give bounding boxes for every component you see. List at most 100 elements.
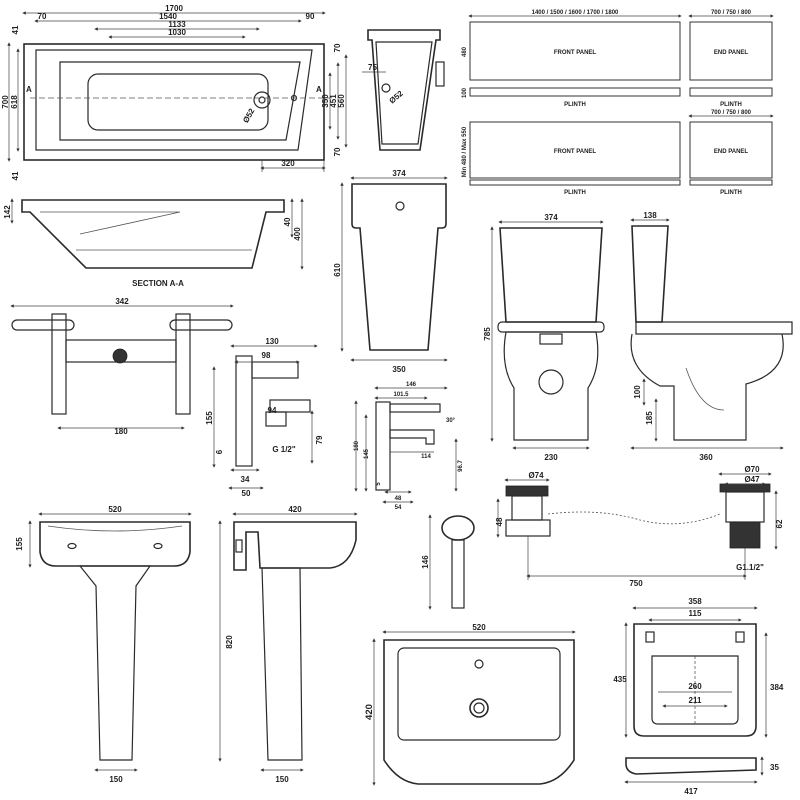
waste-plug xyxy=(719,483,771,493)
plinth-2-label: PLINTH xyxy=(720,102,742,108)
basin-front-hole-right xyxy=(153,542,163,550)
filler-side-34-label: 34 xyxy=(241,475,250,484)
filler-right-body xyxy=(175,313,191,415)
end-view-75-label: 75 xyxy=(368,63,377,72)
end-panel-sizes-top-label: 700 / 750 / 800 xyxy=(711,10,752,16)
filler-width-label: 342 xyxy=(115,297,129,306)
pedestal-basin-front: 520 155 150 xyxy=(15,505,192,784)
basin-side-bowl xyxy=(233,521,357,571)
pedestal-front-width-label: 150 xyxy=(109,775,123,784)
basin-side-bracket xyxy=(235,539,243,553)
basin-front-bowl xyxy=(39,521,191,567)
wc-side-360-label: 360 xyxy=(699,453,713,462)
basin-front-width-label: 520 xyxy=(108,505,122,514)
seat-inner-260-label: 260 xyxy=(688,682,702,691)
mixer-angle-label: 30° xyxy=(446,418,456,424)
filler-side-outlet xyxy=(265,411,287,427)
bath-end-outline xyxy=(367,29,441,151)
bath-panels: 1400 / 1500 / 1600 / 1700 / 1800 700 / 7… xyxy=(462,10,774,196)
mixer-body xyxy=(375,401,391,491)
basin-top-tap-hole xyxy=(474,659,484,669)
filler-side-94-label: 94 xyxy=(268,406,277,415)
overflow-body xyxy=(511,495,543,521)
front-panel xyxy=(469,21,681,81)
bath-width-label: 700 xyxy=(1,95,10,109)
bath-rim-outline xyxy=(23,43,325,161)
basin-top-depth-label: 420 xyxy=(364,704,375,720)
wc-height-785-label: 785 xyxy=(483,327,492,341)
mixer-spout xyxy=(389,429,435,445)
section-40-label: 40 xyxy=(283,217,292,226)
mixer-101-label: 101.5 xyxy=(393,392,409,398)
wc-front-cistern xyxy=(499,227,603,323)
basin-mixer-side: 146 101.5 30° 180 145 114 96.7 5 48 54 xyxy=(354,382,464,511)
end-view-diameter-label: Ø52 xyxy=(388,89,406,106)
mixer-180-label: 180 xyxy=(354,440,360,451)
pedestal-front xyxy=(78,565,152,761)
basin-top-width-label: 520 xyxy=(472,623,486,632)
seat-inner-211-label: 211 xyxy=(689,696,702,705)
pedestal-side-width-label: 150 xyxy=(275,775,289,784)
front-panel-2 xyxy=(469,121,681,179)
bath-floor xyxy=(87,73,269,131)
filler-side-130-label: 130 xyxy=(265,337,279,346)
wc-front-trap xyxy=(538,369,564,395)
plinth-4-label: PLINTH xyxy=(720,190,742,196)
waste-dia-47-label: Ø47 xyxy=(744,475,760,484)
overflow-elbow xyxy=(505,519,551,537)
waste-dia-70-label: Ø70 xyxy=(744,465,760,474)
seat-length-384-label: 384 xyxy=(770,683,784,692)
clip-height-label: 146 xyxy=(421,555,430,569)
filler-side-body xyxy=(235,355,253,467)
bath-width-451-label: 451 xyxy=(329,94,338,108)
filler-left-body xyxy=(51,313,67,415)
basin-front-height-label: 155 xyxy=(15,537,24,551)
waste-length-label: 750 xyxy=(629,579,643,588)
seat-outline xyxy=(633,623,757,737)
seat-side-outline xyxy=(625,757,757,775)
plinth-height-label: 100 xyxy=(462,87,468,98)
section-marker-left: A xyxy=(26,85,32,94)
mixer-lever xyxy=(389,403,441,413)
filler-spout-outlet xyxy=(112,348,128,364)
wc-side-pan xyxy=(630,333,784,441)
wc-side-depth-label: 138 xyxy=(643,211,657,220)
cistern-outline xyxy=(351,183,447,351)
bath-length-label: 1700 xyxy=(165,4,183,13)
bath-end-view: 75 Ø52 xyxy=(362,29,445,151)
filler-side-79-label: 79 xyxy=(315,435,324,444)
bath-end-overflow xyxy=(435,61,445,87)
bath-base-length-label: 1030 xyxy=(168,28,186,37)
wc-front-pan xyxy=(503,331,599,441)
overflow-head xyxy=(505,485,549,497)
basin-top-bowl xyxy=(397,647,561,741)
clip-stem xyxy=(451,539,465,609)
basin-top-outline xyxy=(383,639,575,785)
end-panel-2-label: END PANEL xyxy=(714,149,749,155)
filler-side-155-label: 155 xyxy=(205,411,214,425)
mixer-54-label: 54 xyxy=(395,505,402,511)
plinth-end-1 xyxy=(689,87,773,97)
seat-hinge-label: 115 xyxy=(689,609,702,618)
bath-basin-wall xyxy=(59,61,301,141)
basin-front-hole-left xyxy=(67,542,77,550)
bath-waste-assembly: Ø74 Ø70 Ø47 48 62 750 G1.1/2" xyxy=(495,465,784,588)
clip-head xyxy=(441,515,475,541)
flexible-hose xyxy=(547,511,721,525)
plinth-end-2 xyxy=(689,179,773,186)
seat-width-label: 358 xyxy=(688,597,702,606)
filler-side-50-label: 50 xyxy=(242,489,251,498)
filler-centres-label: 180 xyxy=(114,427,128,436)
toilet-front-view: 374 785 230 xyxy=(483,213,605,462)
front-panel-2-label: FRONT PANEL xyxy=(554,149,597,155)
wc-185-label: 185 xyxy=(645,411,654,425)
bath-width-560-label: 560 xyxy=(337,94,346,108)
wc-side-cistern xyxy=(631,225,669,323)
waste-thread xyxy=(729,521,761,549)
bath-end-bottom-label: 41 xyxy=(11,171,20,180)
filler-right-lever xyxy=(169,319,233,331)
basin-front-rim xyxy=(47,525,183,532)
seat-side-35-label: 35 xyxy=(770,763,779,772)
bath-rim-right-label: 90 xyxy=(306,12,315,21)
